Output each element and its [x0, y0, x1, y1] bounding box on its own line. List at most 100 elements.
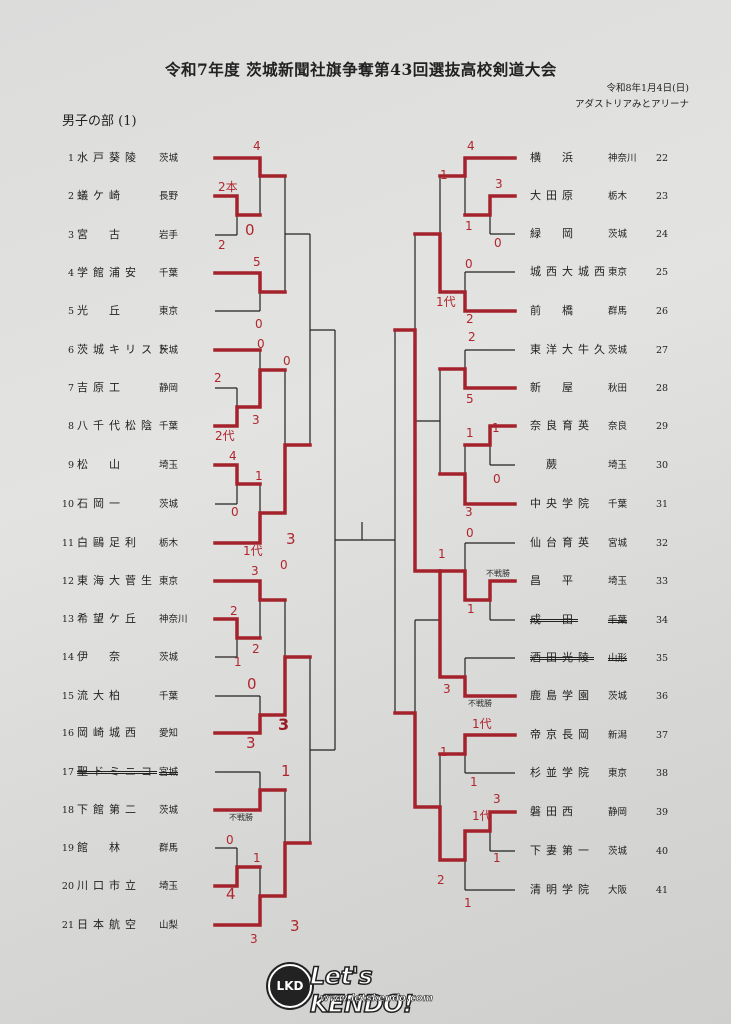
team-number: 21 — [61, 920, 74, 931]
team-number: 20 — [61, 881, 74, 892]
team-number: 19 — [61, 843, 74, 854]
score-mark: 1代 — [436, 295, 456, 309]
team-name: 帝京長岡 — [530, 728, 594, 741]
team-number: 18 — [61, 805, 74, 816]
team-prefecture: 埼玉 — [608, 460, 628, 471]
team-number: 27 — [656, 345, 669, 356]
logo-url: www.letskendo.com — [320, 993, 434, 1005]
score-mark: 2 — [230, 604, 238, 618]
team-name: 日本航空 — [77, 918, 141, 931]
team-number: 41 — [656, 885, 669, 896]
team-number: 2 — [67, 191, 74, 202]
team-prefecture: 愛知 — [159, 728, 179, 739]
team-number: 32 — [656, 538, 669, 549]
score-mark: 3 — [465, 505, 473, 519]
score-mark: 1代 — [472, 717, 492, 731]
team-number: 8 — [67, 421, 74, 432]
score-mark: 5 — [466, 392, 474, 406]
team-prefecture: 長野 — [159, 191, 179, 202]
score-mark: 3 — [252, 413, 260, 427]
team-prefecture: 群馬 — [159, 843, 179, 854]
score-mark: 1 — [470, 775, 478, 789]
team-name: 松 山 — [77, 458, 125, 471]
score-mark: 1 — [438, 547, 446, 561]
score-mark: 3 — [246, 734, 256, 752]
team-name: 奈良育英 — [530, 419, 594, 432]
team-name: 中央学院 — [530, 497, 594, 510]
team-prefecture: 埼玉 — [159, 460, 179, 471]
team-number: 30 — [656, 460, 669, 471]
team-name: 白鷗足利 — [77, 536, 141, 549]
letskendo-logo: LKD Let's KENDO! www.letskendo.com — [268, 960, 478, 1019]
team-number: 15 — [61, 691, 74, 702]
team-prefecture: 大阪 — [608, 885, 628, 896]
team-prefecture: 茨城 — [159, 153, 179, 164]
walkover-label: 不戦勝 — [229, 813, 253, 822]
team-prefecture: 山梨 — [159, 920, 179, 931]
score-mark: 4 — [226, 885, 236, 903]
page-title: 令和7年度 茨城新聞社旗争奪第43回選抜高校剣道大会 — [165, 60, 557, 79]
team-prefecture: 埼玉 — [159, 881, 179, 892]
score-mark: 4 — [229, 449, 237, 463]
team-name: 仙台育英 — [530, 536, 594, 549]
team-name: 岡崎城西 — [77, 726, 141, 739]
team-prefecture: 静岡 — [608, 807, 628, 818]
team-number: 4 — [67, 268, 74, 279]
score-mark: 0 — [255, 317, 263, 331]
team-number: 29 — [656, 421, 669, 432]
team-name: 蕨 — [530, 458, 562, 471]
team-number: 12 — [61, 576, 74, 587]
team-name: 前 橋 — [530, 304, 578, 317]
team-prefecture: 宮城 — [608, 538, 628, 549]
score-mark: 4 — [253, 139, 261, 153]
team-prefecture: 東京 — [608, 768, 628, 779]
team-name: 下館第二 — [77, 803, 141, 816]
score-mark: 0 — [231, 505, 239, 519]
score-mark: 0 — [226, 833, 234, 847]
team-prefecture: 埼玉 — [608, 576, 628, 587]
team-prefecture: 神奈川 — [608, 153, 637, 164]
team-name: 流大柏 — [77, 689, 125, 702]
team-number: 9 — [67, 460, 74, 471]
team-number: 36 — [656, 691, 669, 702]
score-mark: 0 — [245, 221, 255, 239]
team-prefecture: 千葉 — [159, 421, 179, 432]
team-name: 蟻ケ崎 — [77, 189, 125, 202]
team-number: 31 — [656, 499, 669, 510]
logo-badge: LKD — [268, 964, 312, 1008]
team-number: 17 — [61, 767, 74, 778]
score-mark: 0 — [247, 675, 257, 693]
team-name: 川口市立 — [77, 879, 141, 892]
team-number: 7 — [67, 383, 74, 394]
team-name: 八千代松陰 — [77, 419, 157, 432]
score-mark: 1 — [255, 469, 263, 483]
score-mark: 1 — [234, 655, 242, 669]
team-prefecture: 茨城 — [608, 345, 628, 356]
score-mark: 3 — [251, 564, 259, 578]
team-prefecture: 山形 — [608, 653, 628, 664]
score-mark: 1 — [466, 426, 474, 440]
team-name: 杉並学院 — [530, 766, 594, 779]
team-number: 38 — [656, 768, 669, 779]
team-name: 酒田光陵 — [530, 651, 594, 664]
team-name: 新 屋 — [530, 381, 578, 394]
